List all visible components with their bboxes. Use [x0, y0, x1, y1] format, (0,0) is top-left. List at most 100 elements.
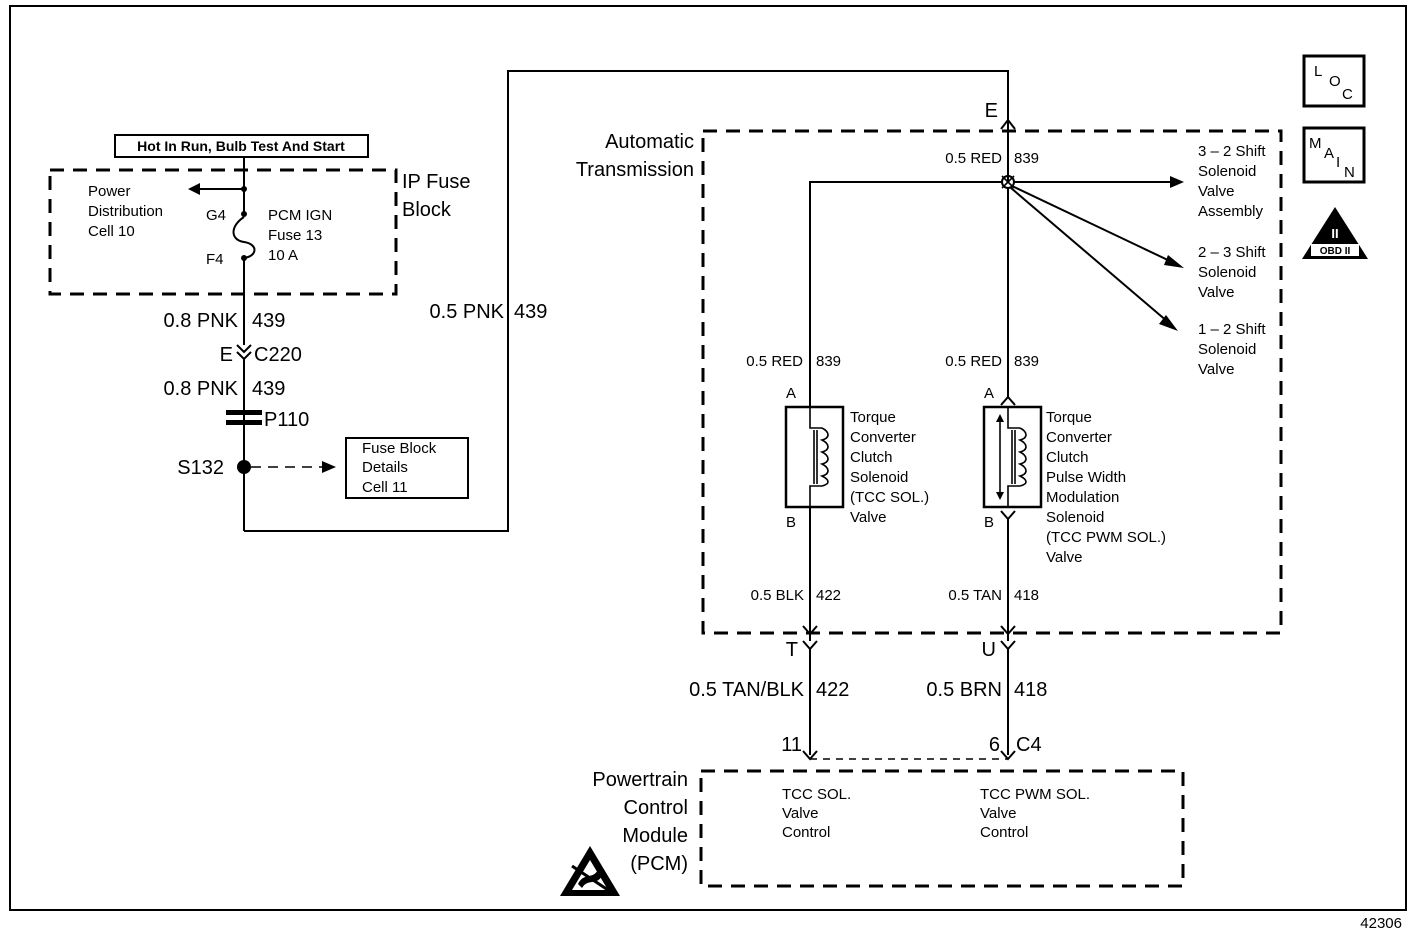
- transmission-title-2: Transmission: [576, 159, 694, 181]
- pwm-wire-label: 0.5 RED: [945, 353, 1002, 370]
- pcm-tcc-text-3: Control: [782, 824, 830, 841]
- power-dist-arrow-icon: [188, 183, 200, 195]
- pnk-feed-wire: [244, 70, 1009, 532]
- branch-12-arrow-icon: [1159, 315, 1178, 331]
- pwm-text-6: Solenoid: [1046, 509, 1104, 526]
- terminal-f4: F4: [206, 251, 224, 268]
- fuse-name-2: Fuse 13: [268, 227, 322, 244]
- esd-warning-icon: [560, 846, 620, 896]
- fuse-name-3: 10 A: [268, 247, 298, 264]
- c220-connector-icon: [236, 344, 252, 361]
- pwm-text-2: Converter: [1046, 429, 1112, 446]
- shift12-text-3: Valve: [1198, 361, 1234, 378]
- shift23-text-1: 2 – 3 Shift: [1198, 244, 1266, 261]
- pcm-pwm-text-2: Valve: [980, 805, 1016, 822]
- terminal-g4: G4: [206, 207, 226, 224]
- tcc-text-5: (TCC SOL.): [850, 489, 929, 506]
- shift12-text-2: Solenoid: [1198, 341, 1256, 358]
- hot-in-run-label: Hot In Run, Bulb Test And Start: [114, 134, 369, 158]
- ip-fuse-block-box: [48, 168, 398, 296]
- blk-wire-label: 0.5 BLK: [751, 587, 804, 604]
- pcm-tcc-text-2: Valve: [782, 805, 818, 822]
- loc-icon[interactable]: L O C: [1302, 54, 1366, 108]
- obd-text: OBD II: [1320, 246, 1351, 257]
- branch-23-arrow-icon: [1164, 255, 1184, 268]
- fuse-terminal-top-icon: [241, 211, 247, 217]
- harness-left-circuit: 422: [816, 679, 849, 701]
- pcm-title-1: Powertrain: [592, 769, 688, 791]
- feed-wire-label: 0.5 PNK: [430, 301, 505, 323]
- shift12-text-1: 1 – 2 Shift: [1198, 321, 1266, 338]
- pwm-pin-b: B: [984, 514, 994, 531]
- pwm-text-5: Modulation: [1046, 489, 1119, 506]
- s132-label: S132: [177, 457, 224, 479]
- pin-t-label: T: [786, 639, 798, 661]
- fuse-details-box: [345, 437, 469, 499]
- loc-icon-o: O: [1329, 73, 1341, 90]
- pwm-pin-b-connector-icon: [1000, 510, 1016, 521]
- pwm-solenoid-icon: [982, 405, 1043, 509]
- pwm-text-3: Clutch: [1046, 449, 1089, 466]
- pin-e-label: E: [985, 100, 998, 122]
- pcm-title-3: Module: [622, 825, 688, 847]
- pwm-pin-a-connector-icon: [1000, 395, 1016, 406]
- tcc-wire-label: 0.5 RED: [746, 353, 803, 370]
- loc-icon-l: L: [1314, 63, 1322, 80]
- fuse-details-text-1: Fuse Block: [362, 440, 437, 457]
- shift32-text-2: Solenoid: [1198, 163, 1256, 180]
- tcc-text-1: Torque: [850, 409, 896, 426]
- shift32-text-3: Valve: [1198, 183, 1234, 200]
- branch-12-line: [1010, 187, 1169, 323]
- tcc-wire-circuit: 839: [816, 353, 841, 370]
- main-icon[interactable]: M A I N: [1302, 126, 1366, 184]
- fuse-icon: [232, 216, 256, 259]
- tan-wire-circuit: 418: [1014, 587, 1039, 604]
- pwm-text-1: Torque: [1046, 409, 1092, 426]
- figure-number: 42306: [1360, 915, 1402, 932]
- pwm-pin-a: A: [984, 385, 994, 402]
- s132-splice-icon: [237, 460, 251, 474]
- pin-u-label: U: [982, 639, 996, 661]
- wire1-circuit: 439: [252, 310, 285, 332]
- pwm-wire-circuit: 839: [1014, 353, 1039, 370]
- top-wire-label: 0.5 RED: [945, 150, 1002, 167]
- ip-fuse-block-title-2: Block: [402, 199, 452, 221]
- harness-left-label: 0.5 TAN/BLK: [689, 679, 805, 701]
- pcm-pwm-text-1: TCC PWM SOL.: [980, 786, 1090, 803]
- harness-right-circuit: 418: [1014, 679, 1047, 701]
- pcm-title-2: Control: [624, 797, 688, 819]
- pcm-pwm-text-3: Control: [980, 824, 1028, 841]
- tcc-text-3: Clutch: [850, 449, 893, 466]
- main-icon-n: N: [1344, 164, 1355, 181]
- feed-wire-circuit: 439: [514, 301, 547, 323]
- pwm-text-8: Valve: [1046, 549, 1082, 566]
- pcm-box: [699, 769, 1185, 888]
- pcm-title-4: (PCM): [630, 853, 688, 875]
- tcc-text-4: Solenoid: [850, 469, 908, 486]
- c220-pin: E: [220, 344, 233, 366]
- obd-ii-icon[interactable]: II OBD II: [1302, 207, 1368, 259]
- pcm-pin-11-label: 11: [781, 734, 802, 756]
- pwm-text-7: (TCC PWM SOL.): [1046, 529, 1166, 546]
- main-icon-i: I: [1336, 154, 1340, 171]
- fuse-details-text-3: Cell 11: [362, 479, 408, 496]
- main-icon-a: A: [1324, 145, 1334, 162]
- pcm-pin-6-label: 6: [989, 734, 1000, 756]
- loc-icon-c: C: [1342, 86, 1353, 103]
- tcc-pin-b: B: [786, 514, 796, 531]
- tan-wire-label: 0.5 TAN: [948, 587, 1002, 604]
- wire2-circuit: 439: [252, 378, 285, 400]
- shift32-text-1: 3 – 2 Shift: [1198, 143, 1266, 160]
- tcc-solenoid-icon: [784, 405, 845, 509]
- c4-label: C4: [1016, 734, 1042, 756]
- blk-wire-circuit: 422: [816, 587, 841, 604]
- pwm-text-4: Pulse Width: [1046, 469, 1126, 486]
- fuse-details-arrow-icon: [322, 461, 336, 473]
- top-wire-circuit: 839: [1014, 150, 1039, 167]
- diagram-frame: [9, 5, 1407, 911]
- tcc-pin-a: A: [786, 385, 796, 402]
- shift23-text-2: Solenoid: [1198, 264, 1256, 281]
- transmission-title-1: Automatic: [605, 131, 694, 153]
- harness-right-label: 0.5 BRN: [926, 679, 1002, 701]
